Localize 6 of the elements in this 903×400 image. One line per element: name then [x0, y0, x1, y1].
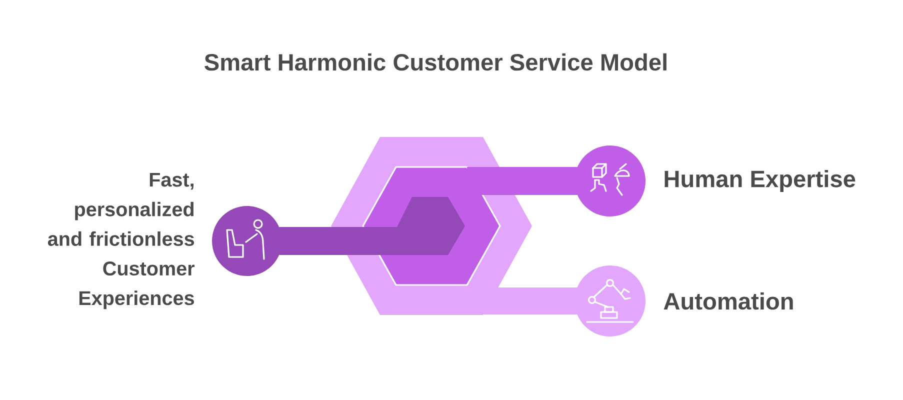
node-label: Human Expertise: [664, 170, 856, 192]
node-label: Automation: [664, 292, 793, 310]
title: Smart Harmonic Customer Service Model: [204, 53, 666, 71]
connector-band: [483, 288, 578, 314]
hexagon: [397, 197, 465, 255]
node-label: Fast, personalized and frictionless Customer Experiences: [48, 172, 194, 310]
